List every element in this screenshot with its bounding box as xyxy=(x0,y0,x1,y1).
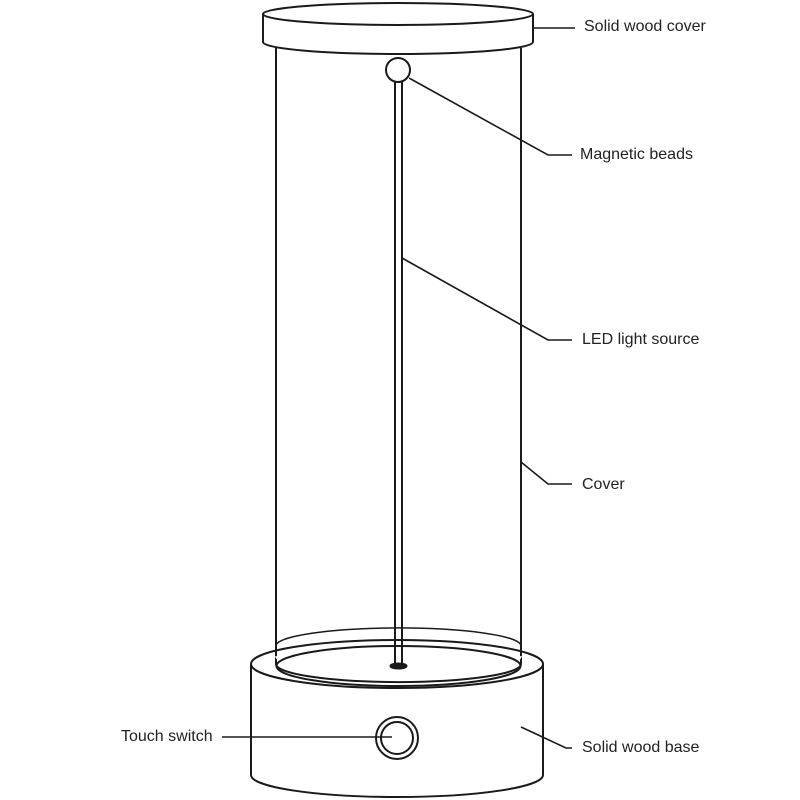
label-solid-wood-base: Solid wood base xyxy=(582,739,700,756)
led-rod xyxy=(390,80,407,669)
label-touch-switch: Touch switch xyxy=(121,728,213,745)
wood-cover xyxy=(262,2,534,55)
magnetic-bead xyxy=(385,57,411,83)
leader-lines xyxy=(222,27,575,749)
label-magnetic-beads: Magnetic beads xyxy=(580,146,693,163)
wood-base xyxy=(250,627,544,798)
label-led-light-source: LED light source xyxy=(582,331,700,348)
label-solid-wood-cover: Solid wood cover xyxy=(584,18,706,35)
glass-cover xyxy=(275,48,522,664)
touch-switch[interactable] xyxy=(375,716,419,760)
label-cover: Cover xyxy=(582,476,625,493)
